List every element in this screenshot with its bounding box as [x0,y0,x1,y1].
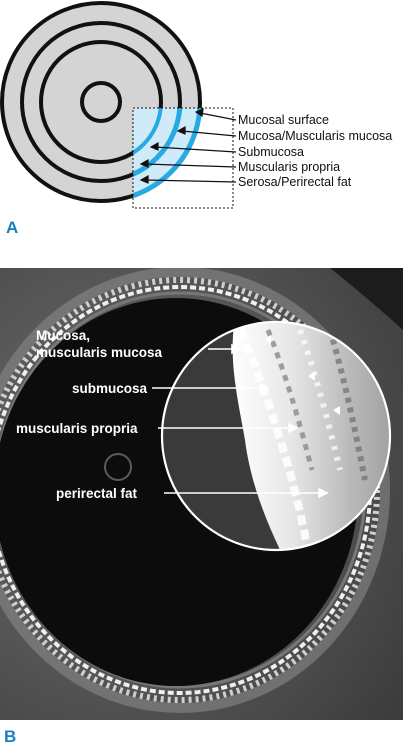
panel-letter-b: B [4,727,16,746]
label-submucosa: submucosa [72,381,148,396]
panel-letter-a: A [6,218,18,237]
quadrant-dotted-border [132,107,234,209]
label-mucosa: Mucosa, [36,328,90,343]
label-muscularis-propria: Muscularis propria [238,160,340,174]
ring-3 [20,21,182,183]
label-muscularis-propria: muscularis propria [16,421,138,436]
label-submucosa: Submucosa [238,145,304,159]
magnifier-outline [160,320,392,552]
ring-2 [39,40,163,164]
transducer-artifact [104,453,132,481]
label-serosa-perirectal-fat: Serosa/Perirectal fat [238,175,352,189]
label-perirectal-fat: perirectal fat [56,486,138,501]
label-mucosa-muscularis-mucosa: Mucosa/Muscularis mucosa [238,129,392,143]
panel-a: Mucosal surface Mucosa/Muscularis mucosa… [0,1,392,237]
panel-b: Mucosa, muscularis mucosa submucosa musc… [0,268,403,746]
lumen-circle [80,81,122,123]
label-muscularis-mucosa: muscularis mucosa [36,345,163,360]
panel-b-pointers [152,343,329,499]
wall-arrowheads [264,335,340,415]
panel-a-pointers [139,108,237,184]
label-mucosal-surface: Mucosal surface [238,113,329,127]
